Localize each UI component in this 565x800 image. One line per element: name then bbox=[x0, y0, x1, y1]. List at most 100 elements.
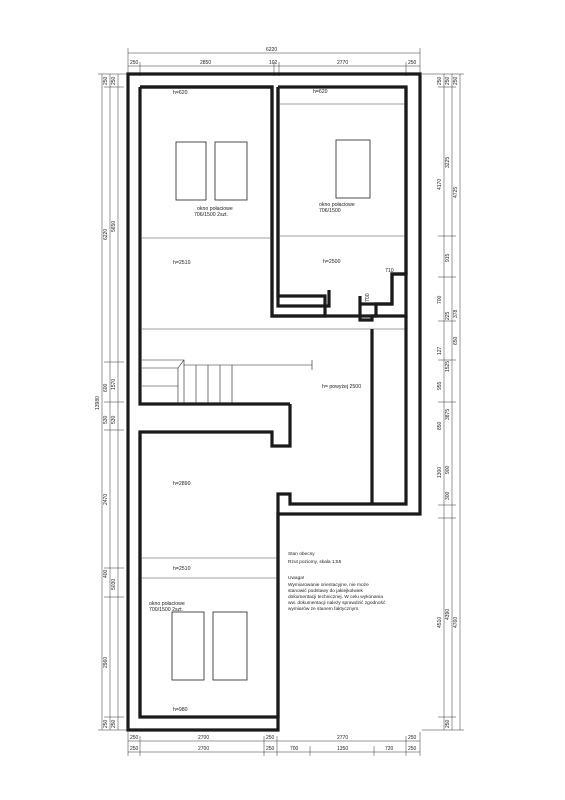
note-uwaga-heading: Uwaga! bbox=[288, 575, 304, 581]
right-inner-dim-6: 850 bbox=[437, 421, 443, 430]
bottom-r2-dim-3: 250 bbox=[266, 746, 275, 752]
right-dim-5: 1525 bbox=[445, 361, 451, 372]
label-h980: h=980 bbox=[173, 707, 188, 713]
left-dim-5: 2470 bbox=[103, 494, 109, 505]
left-inner-dim-2: 5650 bbox=[111, 221, 117, 232]
windows bbox=[171, 139, 371, 681]
label-h-above-2500: h= powyżej 2500 bbox=[322, 384, 361, 390]
bottom-r1-dim-3: 250 bbox=[266, 735, 275, 741]
label-h620-right: h=620 bbox=[313, 89, 328, 95]
right-dim-2: 3225 bbox=[445, 157, 451, 168]
ceiling-boundaries bbox=[142, 103, 405, 579]
left-inner-dim-5: 5030 bbox=[111, 579, 117, 590]
right-dim-3: 915 bbox=[445, 253, 451, 262]
window-label-2-line1: okno połaciowe bbox=[319, 202, 355, 208]
label-dim-700: 700 bbox=[365, 293, 371, 302]
note-line-3: dokumentacji technicznej. W celu wykonan… bbox=[288, 594, 383, 600]
notes-block: Stan obecny Rzut poziomy, skala 1:55 Uwa… bbox=[288, 551, 387, 612]
window-label-1-line2: 706/1500 2szt. bbox=[194, 212, 228, 218]
bottom-dimension-chain: 250 2700 250 2770 250 250 2700 250 700 1… bbox=[127, 732, 421, 756]
right-inner-dim-2: 4170 bbox=[437, 179, 443, 190]
right-dim-9: 4390 bbox=[445, 609, 451, 620]
left-dim-2: 6220 bbox=[103, 229, 109, 240]
roof-window-3b bbox=[212, 611, 248, 681]
right-dim-10: 250 bbox=[445, 719, 451, 728]
bottom-r2-dim-4: 700 bbox=[290, 746, 299, 752]
room-labels: h=620 h=620 h=2510 h=2500 710 700 h= pow… bbox=[173, 89, 394, 713]
note-title: Stan obecny bbox=[288, 551, 315, 557]
left-dim-3: 600 bbox=[103, 383, 109, 392]
note-subtitle: Rzut poziomy, skala 1:55 bbox=[288, 559, 342, 565]
left-total-dim: 13980 bbox=[95, 396, 101, 410]
right-outer-dim-3: 378 bbox=[453, 309, 459, 318]
top-dim-5: 250 bbox=[408, 60, 417, 66]
bottom-r1-dim-5: 250 bbox=[408, 735, 417, 741]
label-h2510-top: h=2510 bbox=[173, 260, 191, 266]
right-dimension-chain: 250 3225 915 225 1525 900 3875 300 4390 … bbox=[422, 73, 464, 731]
left-inner-dim-1: 250 bbox=[111, 76, 117, 85]
right-outer-dim-4: 650 bbox=[453, 336, 459, 345]
left-dim-6: 400 bbox=[103, 569, 109, 578]
right-inner-dim-3: 700 bbox=[437, 295, 443, 304]
window-label-3: okno połaciowe 700/1500 2szt. bbox=[149, 601, 186, 613]
staircase bbox=[142, 359, 313, 405]
label-h620-left: h=620 bbox=[173, 90, 188, 96]
roof-window-1a bbox=[175, 141, 207, 201]
right-inner-dim-7: 1300 bbox=[437, 467, 443, 478]
right-dim-4: 225 bbox=[445, 311, 451, 320]
bottom-r1-dim-4: 2770 bbox=[337, 735, 348, 741]
left-inner-dim-4: 530 bbox=[111, 415, 117, 424]
window-label-1-line1: okno połaciowe bbox=[197, 206, 233, 212]
bottom-r2-dim-5: 1350 bbox=[337, 746, 348, 752]
label-h2890: h=2890 bbox=[173, 481, 191, 487]
right-outer-dim-5: 4760 bbox=[453, 617, 459, 628]
wall-lines bbox=[138, 85, 408, 719]
left-dim-1: 250 bbox=[103, 76, 109, 85]
note-line-4: ww. dokumentacji należy sprawdzić zgodno… bbox=[288, 600, 386, 606]
right-outer-dim-1: 250 bbox=[453, 76, 459, 85]
roof-window-3a bbox=[171, 611, 205, 681]
right-inner-dim-1: 250 bbox=[437, 76, 443, 85]
right-outer-dim-2: 4725 bbox=[453, 187, 459, 198]
right-inner-dim-5: 955 bbox=[437, 381, 443, 390]
bottom-r2-dim-2: 2700 bbox=[198, 746, 209, 752]
left-dim-8: 250 bbox=[103, 719, 109, 728]
note-line-2: stanowić podstawy do jakiejkolwiek bbox=[288, 588, 364, 594]
top-dimension-chain: 6220 250 2850 102 2770 250 bbox=[127, 47, 421, 76]
right-inner-dim-8: 4510 bbox=[437, 617, 443, 628]
window-label-1: okno połaciowe 706/1500 2szt. bbox=[194, 206, 234, 218]
top-total-dim: 6220 bbox=[266, 47, 277, 53]
note-line-5: wymiarów ze stanem faktycznym. bbox=[288, 606, 359, 612]
right-dim-6: 900 bbox=[445, 465, 451, 474]
label-h2510-bottom: h=2510 bbox=[173, 566, 191, 572]
top-dim-1: 250 bbox=[130, 60, 139, 66]
window-label-3-line2: 700/1500 2szt. bbox=[149, 607, 183, 613]
right-dim-1: 250 bbox=[445, 76, 451, 85]
left-dimension-chain: 250 6220 600 530 2470 400 2960 250 13980… bbox=[95, 73, 130, 731]
right-dim-8: 300 bbox=[445, 491, 451, 500]
bottom-r2-dim-1: 250 bbox=[130, 746, 139, 752]
left-dim-7: 2960 bbox=[103, 657, 109, 668]
bottom-r2-dim-7: 250 bbox=[408, 746, 417, 752]
top-dim-2: 2850 bbox=[200, 60, 211, 66]
label-dim-710: 710 bbox=[385, 268, 394, 274]
note-line-1: Wymiarowanie orientacyjne, nie może bbox=[288, 582, 369, 588]
bottom-r1-dim-2: 2700 bbox=[198, 735, 209, 741]
bottom-r2-dim-6: 720 bbox=[385, 746, 394, 752]
top-dim-4: 2770 bbox=[337, 60, 348, 66]
left-inner-dim-6: 250 bbox=[111, 719, 117, 728]
bottom-r1-dim-1: 250 bbox=[130, 735, 139, 741]
note-uwaga-body: Wymiarowanie orientacyjne, nie może stan… bbox=[288, 582, 387, 612]
left-dim-4: 530 bbox=[103, 415, 109, 424]
roof-window-1b bbox=[214, 141, 248, 201]
window-label-2: okno połaciowe 706/1500 bbox=[319, 202, 356, 214]
top-dim-3: 102 bbox=[269, 60, 278, 66]
window-labels: okno połaciowe 706/1500 2szt. okno połac… bbox=[149, 202, 356, 613]
window-label-2-line2: 706/1500 bbox=[319, 208, 341, 214]
roof-window-2 bbox=[335, 139, 371, 199]
right-dim-7: 3875 bbox=[445, 409, 451, 420]
window-label-3-line1: okno połaciowe bbox=[149, 601, 185, 607]
right-inner-dim-4: 127 bbox=[437, 346, 443, 355]
label-h2500: h=2500 bbox=[323, 259, 341, 265]
